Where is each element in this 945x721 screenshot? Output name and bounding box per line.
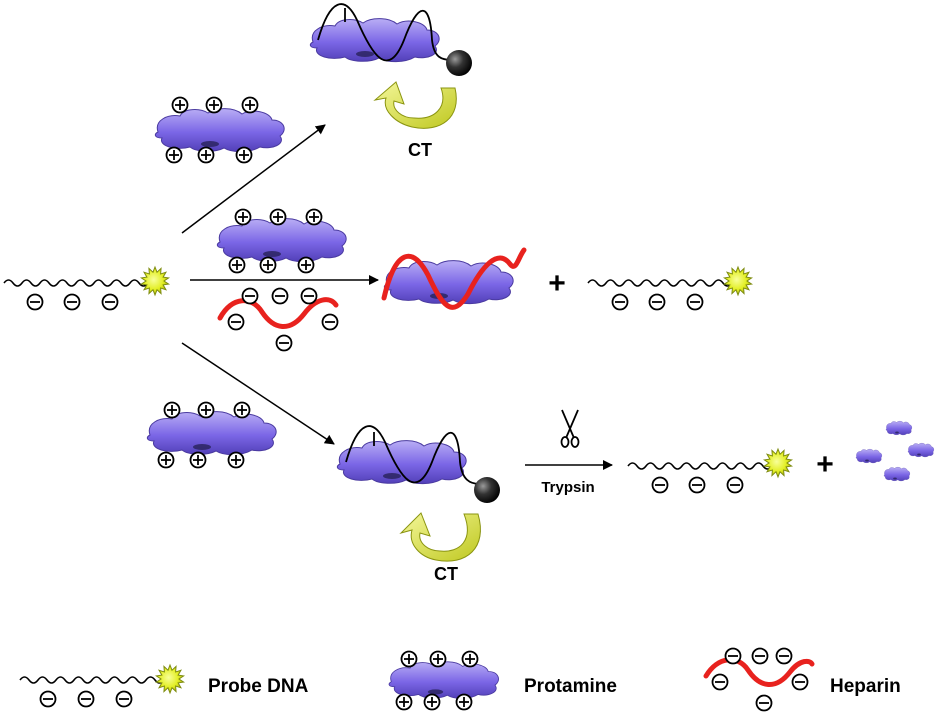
protamine-fragments	[855, 420, 934, 482]
quencher-icon	[446, 50, 472, 76]
ct-label-top: CT	[408, 140, 432, 160]
heparin-reagent-middle	[217, 287, 339, 352]
fluorophore-icon	[723, 266, 753, 296]
legend-heparin: Heparin	[703, 647, 901, 712]
probe-dna-cleaved	[627, 448, 793, 494]
arrow-lower	[181, 342, 335, 445]
quencher-icon	[474, 477, 500, 503]
probe-dna-released	[587, 266, 753, 311]
legend-heparin-label: Heparin	[830, 676, 901, 697]
protamine-reagent-middle	[216, 208, 347, 274]
legend-probe-dna-label: Probe DNA	[208, 676, 309, 697]
protamine-dna-complex-upper: CT	[309, 3, 472, 160]
trypsin-step: Trypsin	[525, 409, 613, 496]
plus-sign-middle: +	[548, 267, 566, 300]
ct-label-bottom: CT	[434, 564, 458, 584]
legend-probe-dna: Probe DNA	[19, 664, 309, 708]
scissors-icon	[560, 409, 580, 448]
protamine-reagent-upper	[154, 96, 285, 164]
plus-sign-bottom: +	[816, 448, 834, 481]
legend-protamine-label: Protamine	[524, 676, 617, 697]
legend: Probe DNA Protamine Heparin	[19, 647, 901, 712]
protamine-reagent-lower	[146, 401, 277, 469]
protamine-dna-complex-lower: CT	[336, 425, 500, 584]
fluorophore-icon	[140, 266, 170, 296]
arrow-upper	[181, 124, 326, 234]
legend-protamine: Protamine	[388, 650, 617, 711]
fluorophore-icon	[155, 664, 185, 694]
protamine-heparin-complex	[381, 247, 527, 310]
probe-dna-start	[3, 266, 170, 311]
fluorophore-icon	[763, 448, 793, 478]
trypsin-label: Trypsin	[541, 479, 594, 496]
